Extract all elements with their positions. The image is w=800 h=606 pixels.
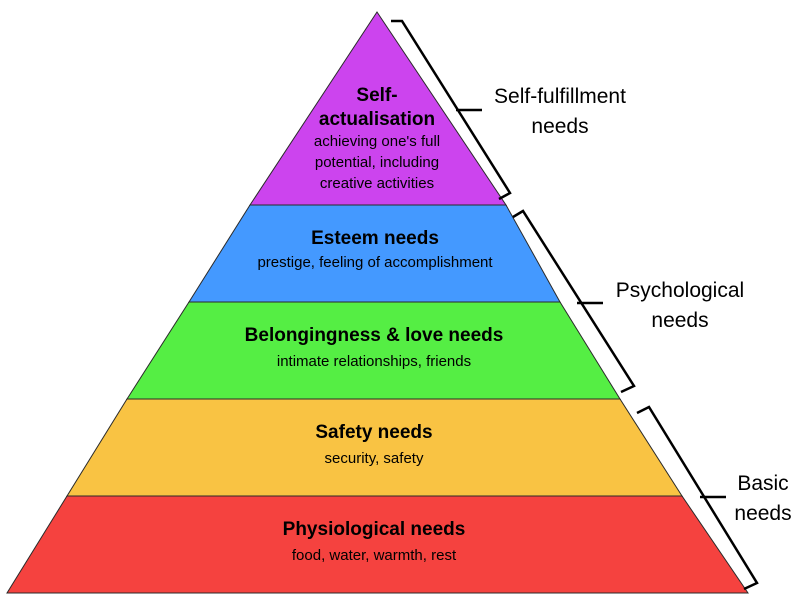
tier-belongingness-desc: intimate relationships, friends <box>277 353 471 370</box>
group-basic-label-line-2: needs <box>734 502 791 525</box>
tier-safety-title: Safety needs <box>315 422 432 443</box>
tier-esteem: Esteem needs prestige, feeling of accomp… <box>188 204 561 303</box>
group-psychological-label-line-1: Psychological <box>616 279 744 302</box>
tier-belongingness-title: Belongingness & love needs <box>245 325 504 346</box>
group-self-fulfillment-label-line-1: Self-fulfillment <box>494 85 626 108</box>
tier-physiological-desc: food, water, warmth, rest <box>292 547 457 564</box>
tier-self-actualisation-title-line-2: actualisation <box>319 109 435 130</box>
tier-esteem-title: Esteem needs <box>311 228 439 249</box>
bracket-self-fulfillment <box>391 19 512 201</box>
group-brackets <box>391 19 759 591</box>
tier-safety: Safety needs security, safety <box>66 398 683 497</box>
tier-esteem-desc: prestige, feeling of accomplishment <box>257 254 493 271</box>
group-psychological-label-line-2: needs <box>651 309 708 332</box>
tier-safety-desc: security, safety <box>325 450 424 467</box>
tier-self-actualisation: Self- actualisation achieving one's full… <box>249 11 507 206</box>
pyramid: Self- actualisation achieving one's full… <box>6 11 749 594</box>
tier-physiological: Physiological needs food, water, warmth,… <box>6 495 749 594</box>
tier-self-actualisation-desc-line-3: creative activities <box>320 175 434 192</box>
tier-safety-shape <box>66 398 683 497</box>
tier-physiological-title: Physiological needs <box>283 519 466 540</box>
group-self-fulfillment-label-line-2: needs <box>531 115 588 138</box>
tier-belongingness: Belongingness & love needs intimate rela… <box>126 301 621 400</box>
tier-physiological-shape <box>6 495 749 594</box>
bracket-basic <box>636 405 759 591</box>
tier-self-actualisation-desc-line-1: achieving one's full <box>314 133 440 150</box>
tier-self-actualisation-title-line-1: Self- <box>356 85 397 106</box>
tier-belongingness-shape <box>126 301 621 400</box>
group-labels: Self-fulfillment needs Psychological nee… <box>494 85 792 525</box>
group-basic-label-line-1: Basic <box>737 472 788 495</box>
bracket-psychological <box>512 209 636 394</box>
tier-self-actualisation-desc-line-2: potential, including <box>315 154 439 171</box>
